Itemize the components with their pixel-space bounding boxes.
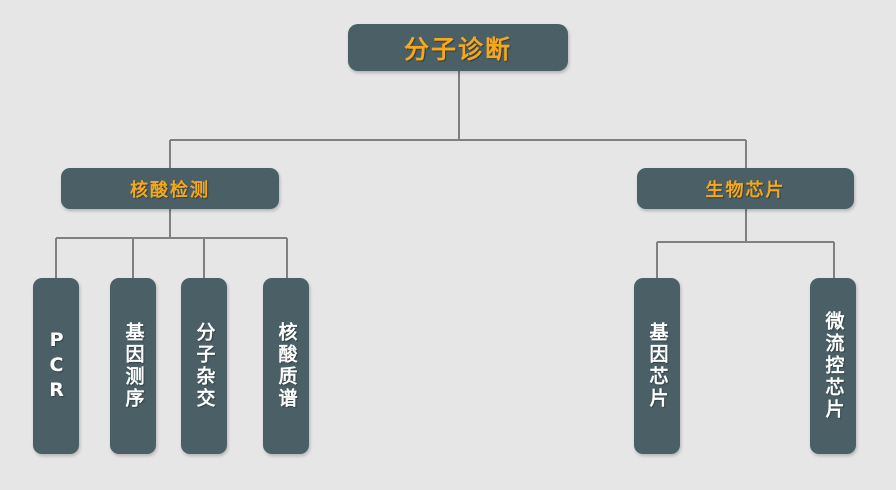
node-branch-nucleic-acid-testing[interactable]: 核酸检测: [61, 168, 279, 209]
node-leaf-gene-chip-label: 基因芯片: [646, 322, 669, 410]
node-leaf-gene-sequencing-label: 基因测序: [122, 322, 145, 410]
node-leaf-nucleic-acid-mass-spectrometry-label: 核酸质谱: [275, 322, 298, 410]
node-leaf-molecular-hybridization[interactable]: 分子杂交: [181, 278, 227, 454]
node-root-molecular-diagnostics[interactable]: 分子诊断: [348, 24, 568, 71]
node-leaf-molecular-hybridization-label: 分子杂交: [193, 322, 216, 410]
node-root-label: 分子诊断: [403, 34, 512, 64]
node-leaf-gene-sequencing[interactable]: 基因测序: [110, 278, 156, 454]
node-branch-right-label: 生物芯片: [705, 179, 786, 201]
node-leaf-microfluidic-chip[interactable]: 微流控芯片: [810, 278, 856, 454]
node-leaf-nucleic-acid-mass-spectrometry[interactable]: 核酸质谱: [263, 278, 309, 454]
node-leaf-microfluidic-chip-label: 微流控芯片: [822, 311, 845, 421]
node-leaf-pcr[interactable]: PCR: [33, 278, 79, 454]
node-leaf-pcr-label: PCR: [45, 328, 68, 404]
node-branch-biochip[interactable]: 生物芯片: [637, 168, 854, 209]
node-branch-left-label: 核酸检测: [130, 179, 210, 201]
node-leaf-gene-chip[interactable]: 基因芯片: [634, 278, 680, 454]
